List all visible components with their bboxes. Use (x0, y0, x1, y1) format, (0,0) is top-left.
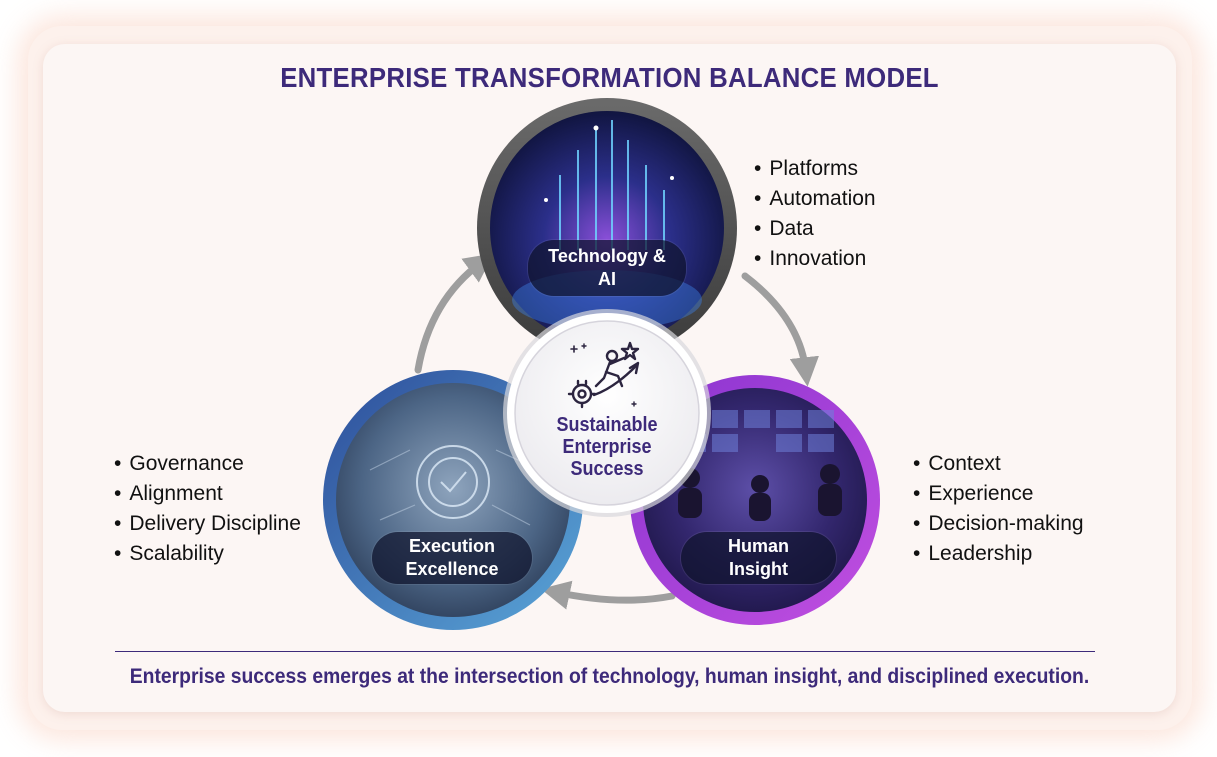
human-label-line1: Human (728, 536, 789, 556)
center-label-line3: Success (544, 458, 670, 480)
bullet-item: Decision-making (913, 509, 1084, 539)
center-label-line1: Sustainable (544, 414, 670, 436)
footer-caption: Enterprise success emerges at the inters… (88, 665, 1130, 689)
bullet-item: Delivery Discipline (114, 509, 301, 539)
center-label: Sustainable Enterprise Success (544, 414, 670, 480)
center-label-line2: Enterprise (544, 436, 670, 458)
execution-bullets: Governance Alignment Delivery Discipline… (114, 449, 301, 569)
bullet-item: Leadership (913, 539, 1084, 569)
arrow-execution-to-tech (418, 262, 482, 370)
human-label-line2: Insight (729, 559, 788, 579)
execution-label-line2: Excellence (405, 559, 498, 579)
bullet-item: Scalability (114, 539, 301, 569)
footer-divider (115, 651, 1095, 652)
technology-label-line1: Technology & (548, 246, 666, 266)
bullet-item: Automation (754, 184, 876, 214)
technology-bullets: Platforms Automation Data Innovation (754, 154, 876, 274)
bullet-item: Governance (114, 449, 301, 479)
bullet-item: Innovation (754, 244, 876, 274)
execution-label-line1: Execution (409, 536, 495, 556)
arrow-human-to-execution (555, 592, 672, 600)
bullet-item: Platforms (754, 154, 876, 184)
human-bullets: Context Experience Decision-making Leade… (913, 449, 1084, 569)
bullet-item: Experience (913, 479, 1084, 509)
center-hub (503, 309, 711, 517)
arrow-tech-to-human (745, 276, 806, 372)
bullet-item: Context (913, 449, 1084, 479)
technology-label-line2: AI (598, 269, 616, 289)
bullet-item: Data (754, 214, 876, 244)
technology-label: Technology & AI (528, 240, 686, 296)
bullet-item: Alignment (114, 479, 301, 509)
